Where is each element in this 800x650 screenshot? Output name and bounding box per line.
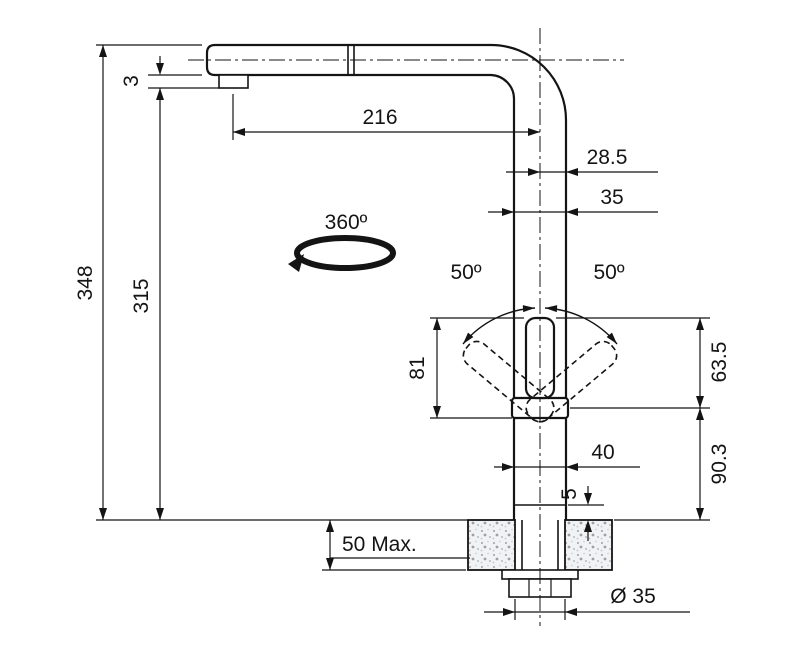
dim-spout-height: 315 xyxy=(130,87,219,520)
dim-label-body-diameter: 35 xyxy=(600,186,623,209)
dim-label-rear-offset: 28.5 xyxy=(587,146,628,169)
dim-label-total-height: 348 xyxy=(74,265,97,300)
lever-swing-arc-left xyxy=(462,307,536,345)
dim-label-lever-angle-left: 50º xyxy=(450,261,481,284)
dim-label-aerator-drop: 3 xyxy=(120,75,143,87)
swivel-ellipse xyxy=(294,235,396,271)
dim-label-swivel-range: 360º xyxy=(325,211,368,234)
spout-and-riser-outline xyxy=(205,43,568,522)
lever-ghost-left xyxy=(462,340,555,423)
dim-body-diameter: 35 xyxy=(488,186,658,216)
dim-label-spout-reach: 216 xyxy=(362,106,397,129)
arc-arrowhead xyxy=(522,305,535,313)
lever-angle-labels: 50º 50º xyxy=(450,261,624,284)
dim-label-pivot-to-deck: 90.3 xyxy=(708,444,731,485)
dim-lever-top-to-pivot: 63.5 xyxy=(556,317,731,409)
dim-label-base-diameter: 40 xyxy=(591,441,614,464)
centerlines xyxy=(188,28,624,626)
swivel-symbol: 360º xyxy=(288,211,396,272)
arc-arrowhead xyxy=(606,332,617,344)
lever-ghost-right xyxy=(525,340,618,423)
dim-label-base-ring-height: 5 xyxy=(558,488,581,500)
dim-label-deck-thickness: 50 Max. xyxy=(342,533,417,556)
arc-arrowhead xyxy=(545,305,558,313)
faucet-body xyxy=(205,43,618,522)
dim-hole-diameter: Ø 35 xyxy=(484,585,690,620)
dim-lever-length: 81 xyxy=(406,317,524,419)
dim-label-hole-diameter: Ø 35 xyxy=(610,585,656,608)
swivel-arrowhead xyxy=(288,254,304,272)
dim-rear-offset: 28.5 xyxy=(506,146,658,176)
dim-spout-reach: 216 xyxy=(232,94,540,140)
lever-swing-arc-right xyxy=(544,307,618,345)
aerator xyxy=(218,74,249,89)
countertop-slab-left xyxy=(467,519,516,571)
dim-base-diameter: 40 xyxy=(494,441,640,471)
dim-total-height: 348 xyxy=(74,44,468,521)
dim-label-lever-angle-right: 50º xyxy=(593,261,624,284)
dim-deck-thickness: 50 Max. xyxy=(322,520,470,571)
dim-label-lever-length: 81 xyxy=(406,356,429,379)
dim-aerator-drop: 3 xyxy=(120,56,202,87)
dim-pivot-to-deck: 90.3 xyxy=(614,408,731,521)
dim-label-lever-top-to-pivot: 63.5 xyxy=(708,342,731,383)
arc-arrowhead xyxy=(463,332,474,344)
dim-label-spout-height: 315 xyxy=(130,278,153,313)
dim-base-ring-height: 5 xyxy=(558,486,604,541)
